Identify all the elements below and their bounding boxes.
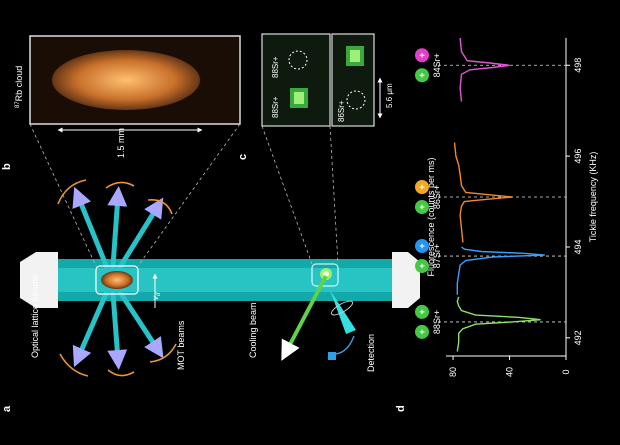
panel-label-c: c [237, 154, 249, 160]
peak-label: 87Sr+ [432, 244, 442, 268]
panel-label-d: d [395, 405, 407, 412]
end-cap-right [392, 252, 420, 308]
frequency-tick-label: 494 [573, 239, 583, 254]
zoom-lines-b [29, 123, 241, 267]
cooling-label: Cooling beam [248, 302, 258, 358]
cloud-scale-label: 1.5 mm [116, 128, 126, 158]
ion-badge-88 [415, 324, 429, 339]
ion-badge-partner [415, 48, 429, 63]
peak-label: 84Sr+ [432, 53, 442, 77]
ion-badge-plus: + [417, 263, 427, 268]
ion-badge-partner [415, 180, 429, 194]
ion-empty-site-bottom [346, 90, 366, 110]
ion-badge-partner [415, 304, 429, 319]
apparatus-panel-a: vd Optical lattice beams MOT beams Cooli… [20, 179, 420, 377]
velocity-label: vd [151, 292, 162, 300]
fluorescence-tick-label: 80 [448, 367, 458, 377]
series-line-88sr [456, 296, 541, 352]
ion-frame-left [261, 33, 331, 127]
ion-label-left: 88Sr+ [271, 96, 280, 118]
optical-lattice-label: Optical lattice beams [30, 274, 40, 358]
ion-image-panel: 88Sr+ 88Sr+ 86Sr+ 5.6 μm [261, 33, 394, 265]
ion-badge-88 [415, 200, 429, 214]
ion-badge-plus: + [417, 53, 427, 58]
rb-cloud-label: 87Rb cloud [14, 66, 24, 108]
ion-badge-plus: + [417, 329, 427, 334]
frequency-tick-label: 498 [573, 58, 583, 73]
ion-badge-88 [415, 259, 429, 274]
detector-cable [335, 335, 355, 355]
detector [328, 352, 336, 360]
cooling-beam [281, 275, 328, 361]
rb-cloud-panel: 87Rb cloud 1.5 mm [14, 35, 241, 267]
ion-label-top: 88Sr+ [271, 56, 280, 78]
cloud-box [95, 265, 139, 295]
panel-label-a: a [1, 405, 13, 412]
mot-label: MOT beams [176, 320, 186, 370]
peak-label: 88Sr+ [432, 310, 442, 334]
series-line-86sr [453, 142, 513, 243]
zoom-lines-c [261, 125, 339, 265]
ion-badge-partner [415, 239, 429, 254]
ion-badge-plus: + [417, 184, 427, 189]
ion-badge-plus: + [417, 204, 427, 209]
detection-mirror [330, 300, 354, 316]
panel-label-b: b [1, 163, 13, 170]
peak-label: 86Sr+ [432, 185, 442, 209]
fluorescence-tick-label: 40 [505, 367, 515, 377]
frequency-tick-label: 496 [573, 149, 583, 164]
series-line-84sr [459, 37, 510, 102]
ion-badge-plus: + [417, 309, 427, 314]
end-cap-left [20, 252, 58, 308]
series-line-87sr [456, 246, 545, 295]
fluorescence-axis-label: Fluorescence (counts per ms) [426, 157, 436, 276]
ion-empty-site-top [288, 50, 308, 70]
rb-cloud-image [52, 50, 200, 110]
fluorescence-tick-label: 0 [561, 369, 571, 374]
ion-badge-88 [415, 68, 429, 83]
mot-mirrors [57, 179, 177, 377]
ion-badge-plus: + [417, 73, 427, 78]
ion-scale-label: 5.6 μm [385, 83, 394, 108]
frequency-tick-label: 492 [573, 330, 583, 345]
ion-box [311, 263, 339, 287]
ion-label-bottom: 86Sr+ [337, 100, 346, 122]
ion-badge-plus: + [417, 243, 427, 248]
rb-cloud-small [101, 271, 133, 289]
detection-label: Detection [366, 334, 376, 372]
frequency-axis-label: Tickle frequency (KHz) [588, 152, 598, 243]
